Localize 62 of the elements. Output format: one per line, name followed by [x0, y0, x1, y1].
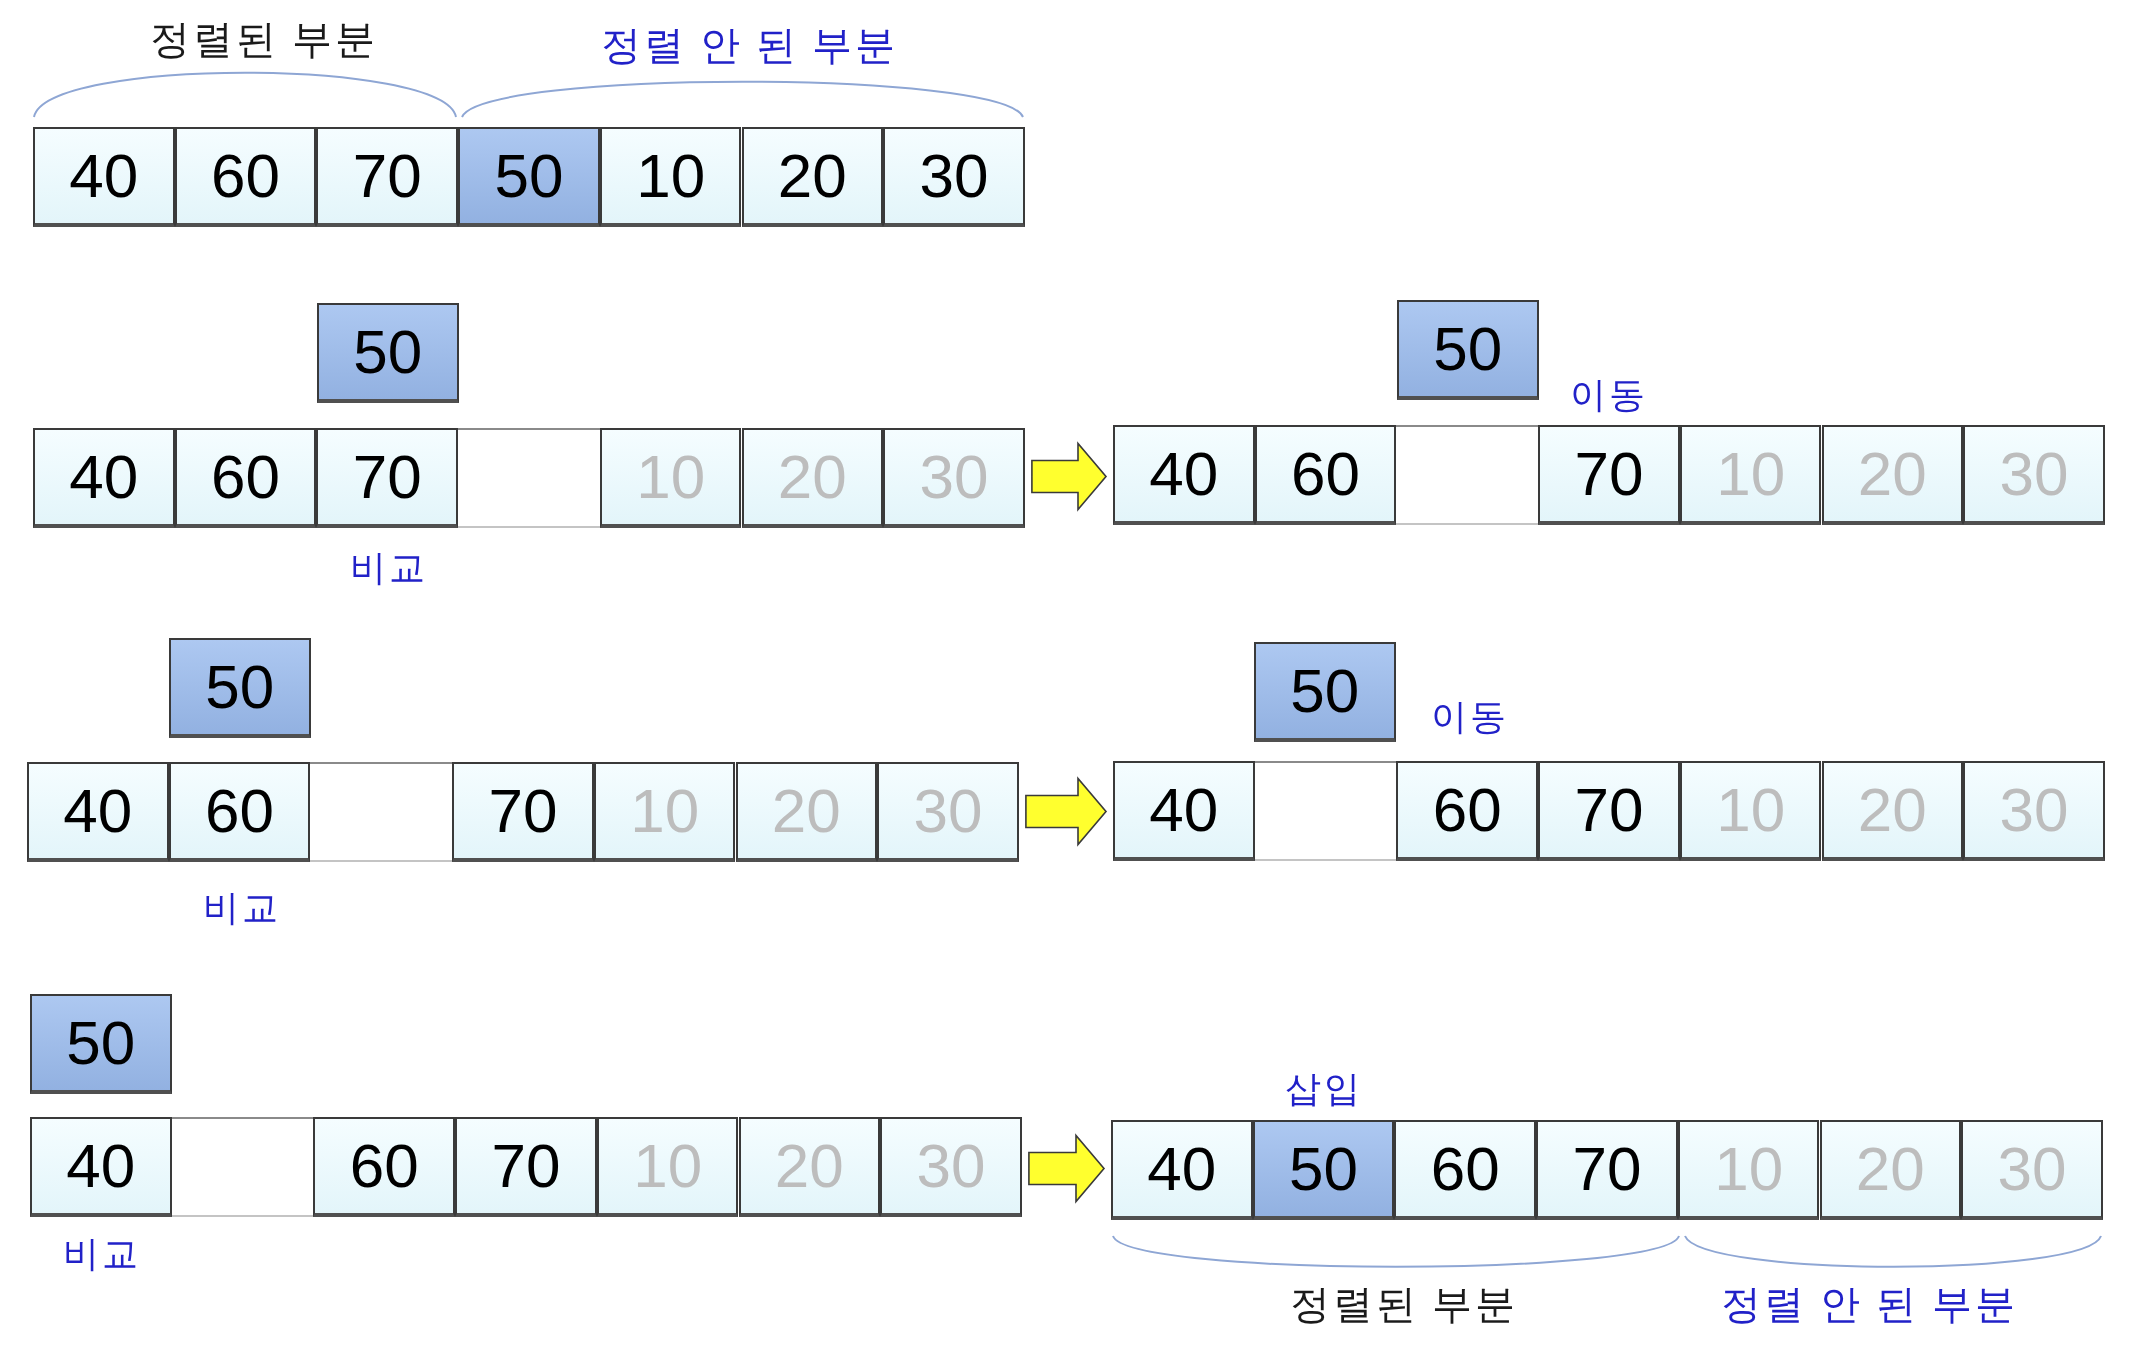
array-cell: 20 [735, 762, 878, 862]
array-cell: 20 [1819, 1120, 1962, 1220]
array-cell: 40 [1113, 425, 1255, 525]
step-label: 비교 [63, 1236, 141, 1272]
array-cell: 60 [174, 428, 317, 528]
array-cell: 40 [1111, 1120, 1253, 1220]
array-cell: 50 [458, 127, 600, 227]
bracket-label: 정렬 안 된 부분 [600, 26, 898, 66]
number-box: 50 [30, 994, 172, 1094]
step-label: 이동 [1431, 699, 1509, 735]
array-cell: 70 [452, 762, 594, 862]
number-box: 50 [169, 638, 311, 738]
array-cell: 30 [1963, 761, 2105, 861]
array-cell: 40 [30, 1117, 172, 1217]
array-cell: 60 [1394, 1120, 1537, 1220]
array-cell: 30 [880, 1117, 1022, 1217]
array-cell: 20 [741, 127, 884, 227]
array-cell: 70 [1536, 1120, 1678, 1220]
bracket-label: 정렬된 부분 [1290, 1285, 1518, 1325]
bracket-label: 정렬 안 된 부분 [1720, 1285, 2018, 1325]
array-cell: 10 [1679, 425, 1822, 525]
array-cell: 10 [593, 762, 736, 862]
bracket-label: 정렬된 부분 [150, 20, 378, 60]
array-cell: 70 [1538, 425, 1680, 525]
number-box: 50 [317, 303, 459, 403]
array-cell: 10 [1677, 1120, 1820, 1220]
array-cell: 20 [1821, 761, 1964, 861]
array-cell: 20 [1821, 425, 1964, 525]
array-cell: 30 [883, 127, 1025, 227]
array-cell: 10 [599, 428, 742, 528]
array-cell: 30 [1961, 1120, 2103, 1220]
array-cell: 10 [596, 1117, 739, 1217]
array-cell: 60 [1254, 425, 1397, 525]
block-arrow [1031, 441, 1108, 512]
block-arrow [1028, 1133, 1106, 1204]
array-cell: 20 [738, 1117, 881, 1217]
array-cell: 50 [1252, 1120, 1395, 1220]
step-label: 삽입 [1285, 1071, 1363, 1107]
array-cell: 10 [1679, 761, 1822, 861]
array-cell: 30 [877, 762, 1019, 862]
array-cell: 60 [313, 1117, 456, 1217]
number-box: 50 [1254, 642, 1396, 742]
step-label: 비교 [350, 550, 428, 586]
array-cell: 60 [168, 762, 311, 862]
step-label: 이동 [1570, 377, 1648, 413]
array-cell: 30 [883, 428, 1025, 528]
array-cell: 70 [316, 428, 459, 528]
array-cell: 60 [174, 127, 317, 227]
array-cell: 10 [599, 127, 742, 227]
block-arrow [1025, 776, 1108, 847]
array-cell: 30 [1963, 425, 2105, 525]
array-cell: 40 [27, 762, 169, 862]
number-box: 50 [1397, 300, 1539, 400]
array-cell: 20 [741, 428, 884, 528]
array-cell: 70 [455, 1117, 597, 1217]
array-cell: 40 [33, 428, 175, 528]
array-cell: 40 [1113, 761, 1255, 861]
array-cell: 70 [1538, 761, 1680, 861]
array-cell: 40 [33, 127, 175, 227]
array-cell: 70 [316, 127, 459, 227]
step-label: 비교 [203, 890, 281, 926]
array-cell: 60 [1396, 761, 1539, 861]
